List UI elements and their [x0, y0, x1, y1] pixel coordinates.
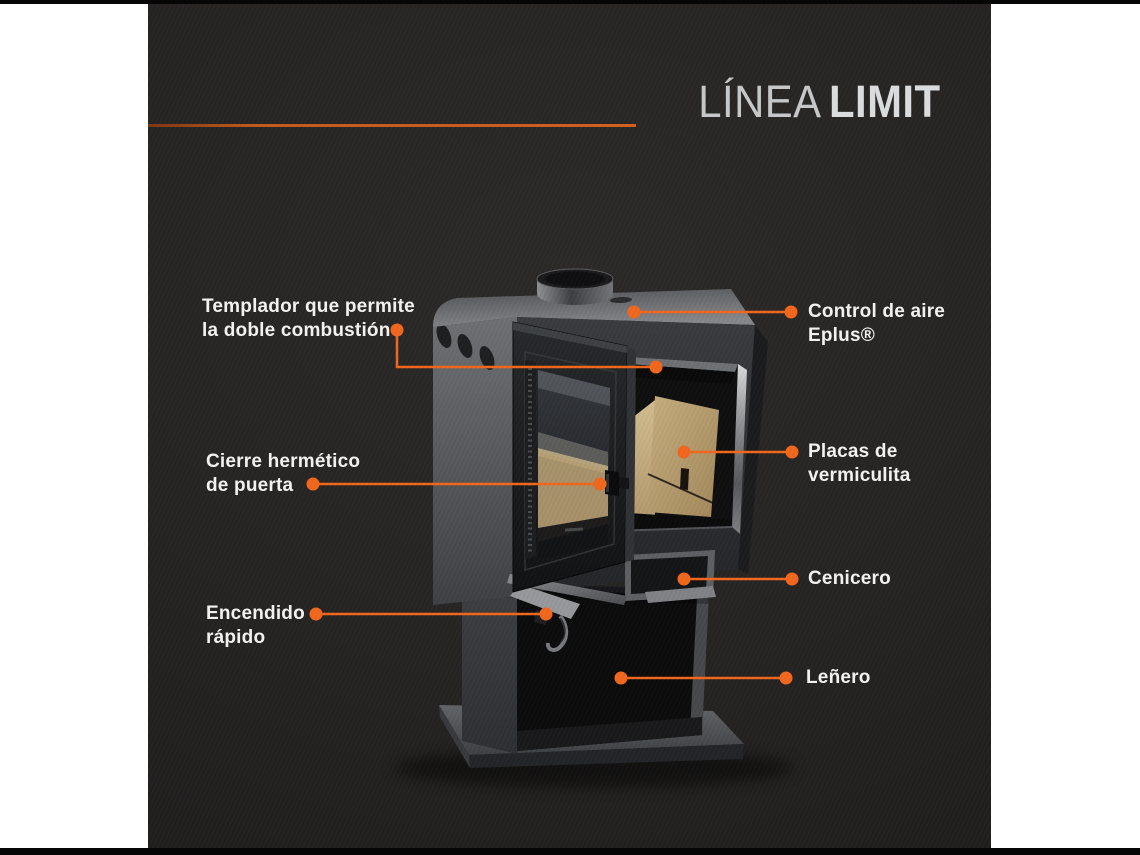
callout-line-cenicero: [677, 572, 799, 586]
title-rule: [148, 124, 636, 127]
right-edge: [738, 325, 768, 574]
chrome-frame: [732, 364, 747, 534]
callout-label-cierre: Cierre hermético de puerta: [206, 451, 361, 496]
chimney-collar: [536, 268, 614, 305]
callout-label-placas: Placas de vermiculita: [808, 441, 911, 486]
callout-label-control: Control de aire Eplus®: [808, 301, 946, 346]
hinge-strip: [525, 360, 536, 560]
callout-label-templador: Templador que permite la doble combustió…: [202, 296, 415, 341]
vent-holes: [436, 324, 495, 370]
left-side-panel: [433, 317, 517, 605]
callout-lines: [306, 305, 799, 685]
callout-line-templador: [390, 323, 663, 374]
pedestal-left-face: [462, 582, 517, 754]
door-handle: [605, 470, 629, 496]
title-limit: LIMIT: [829, 76, 941, 127]
stove-top-face: [433, 289, 755, 327]
callout-line-cierre: [306, 477, 607, 491]
callout-line-lenero: [614, 671, 793, 685]
callout-line-placas: [677, 445, 799, 459]
title-linea: LÍNEA: [698, 76, 822, 127]
ash-drawer: [625, 550, 716, 603]
callout-line-control: [627, 305, 798, 319]
door-glass: [538, 370, 610, 560]
stove-door: [512, 321, 636, 593]
stove-illustration: [306, 268, 799, 788]
callout-line-encendido: [309, 607, 553, 621]
callout-label-lenero: Leñero: [806, 667, 871, 688]
pedestal: [462, 582, 709, 754]
callout-label-encendido: Encendido rápido: [206, 603, 305, 648]
callout-label-cenicero: Cenicero: [808, 568, 891, 589]
top-black-bar: [0, 0, 1140, 4]
bottom-black-bar: [0, 848, 1140, 855]
